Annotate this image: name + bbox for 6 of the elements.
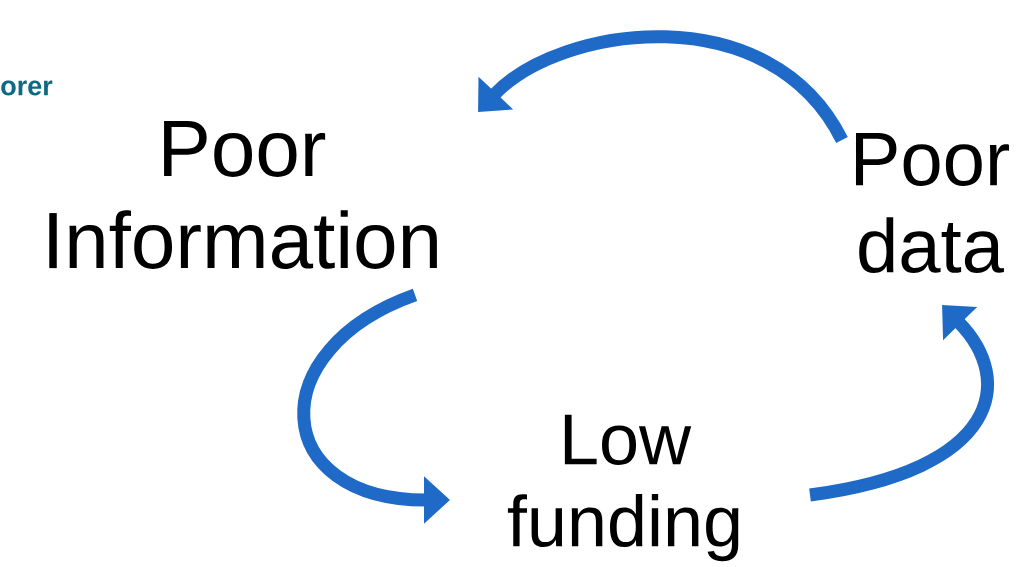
node-label: Low funding [507,414,739,562]
node-label: Poor data [856,132,1009,273]
node-label: Poor Information [49,121,437,269]
heading-fragment: orer [1,80,53,96]
curved-arrow [808,305,994,502]
curved-arrow [478,30,848,144]
